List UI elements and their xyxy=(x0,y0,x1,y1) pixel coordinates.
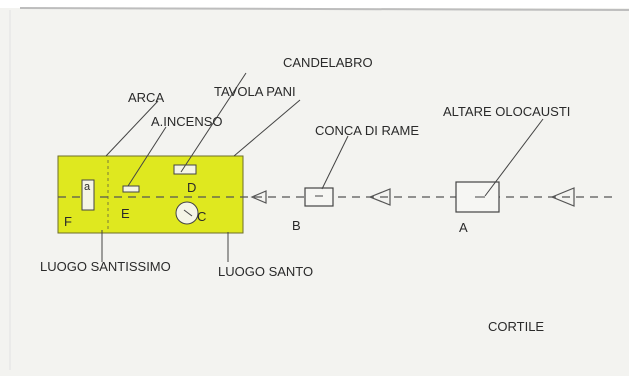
leader-altare xyxy=(484,118,544,197)
incense-altar xyxy=(122,185,140,193)
leader-conca xyxy=(321,135,349,190)
label-incenso: A.INCENSO xyxy=(151,114,223,129)
label-arca: ARCA xyxy=(128,90,164,105)
label-luogo-santo: LUOGO SANTO xyxy=(218,264,313,279)
letter-b: B xyxy=(292,218,301,233)
leader-arca xyxy=(105,100,159,157)
letter-e: E xyxy=(121,206,130,221)
letter-c: C xyxy=(197,209,206,224)
paper-top-line xyxy=(19,7,629,11)
label-luogo-santissimo: LUOGO SANTISSIMO xyxy=(40,259,171,274)
letter-a: A xyxy=(459,220,468,235)
bronze-laver xyxy=(304,187,334,207)
leader-candelabro xyxy=(180,72,247,173)
leader-tavola xyxy=(233,99,301,157)
leader-incenso xyxy=(127,126,167,187)
label-altare: ALTARE OLOCAUSTI xyxy=(443,104,570,119)
label-tavola-pani: TAVOLA PANI xyxy=(214,84,296,99)
ark-mark: a xyxy=(84,181,91,193)
letter-f: F xyxy=(64,214,72,229)
arrow-3 xyxy=(550,187,575,207)
paper-top-edge xyxy=(0,0,629,8)
arrow-2 xyxy=(368,188,391,206)
ark-of-covenant xyxy=(81,179,95,211)
candelabrum xyxy=(175,201,199,225)
label-conca: CONCA DI RAME xyxy=(315,123,419,138)
label-candelabro: CANDELABRO xyxy=(283,55,373,70)
label-cortile: CORTILE xyxy=(488,319,544,334)
letter-d: D xyxy=(187,180,196,195)
candelabrum-mark xyxy=(183,209,193,217)
arrow-1 xyxy=(250,190,267,204)
